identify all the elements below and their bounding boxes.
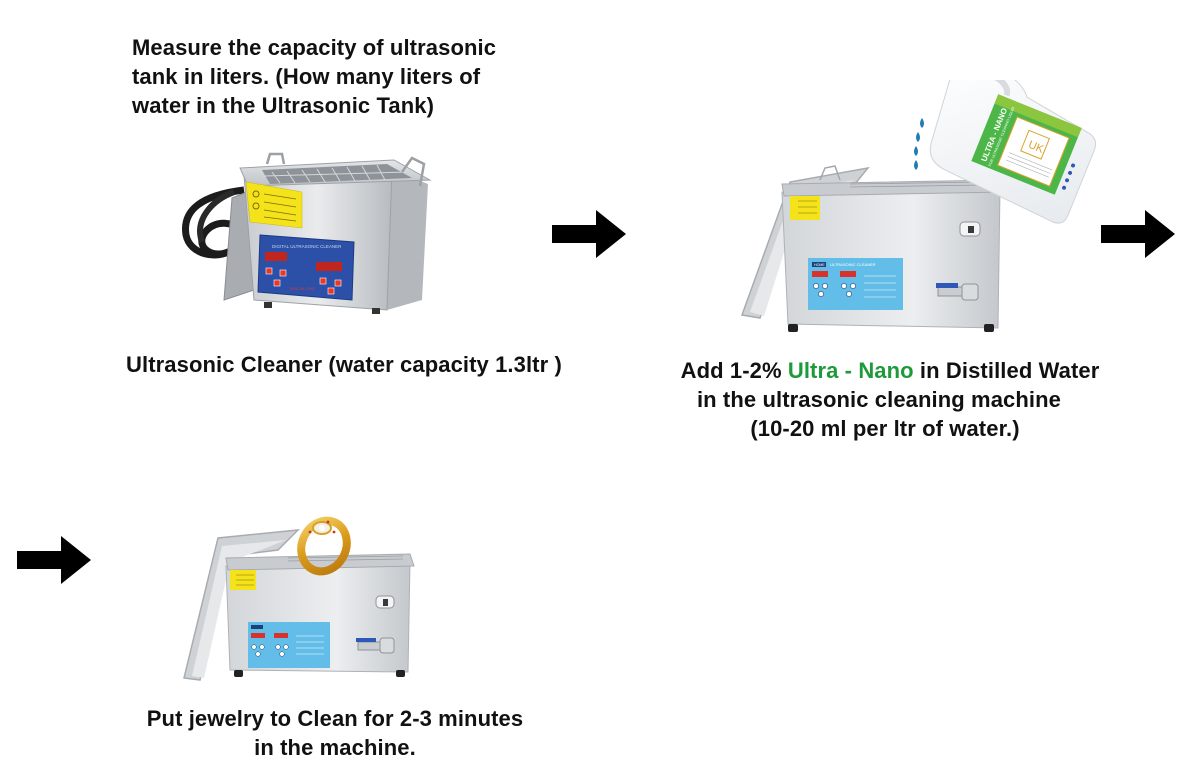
panel-brand-badge: [812, 262, 826, 267]
step2-caption-line1: Add 1-2% Ultra - Nano in Distilled Water: [640, 356, 1140, 385]
large-ultrasonic-cleaner-with-bottle-image: HOME ULTRASONIC CLEANER ULTRA - NANO FOR…: [740, 80, 1097, 332]
step3-caption-line2: in the machine.: [254, 735, 416, 760]
panel-title: ULTRASONIC CLEANER: [830, 262, 876, 267]
bottle-logo: UK: [1026, 139, 1045, 156]
step1-heading-line: tank in liters. (How many liters of: [132, 64, 481, 89]
step1-caption: Ultrasonic Cleaner (water capacity 1.3lt…: [126, 352, 562, 377]
svg-text:DIGITAL PRO: DIGITAL PRO: [290, 286, 315, 291]
product-name-highlight: Ultra - Nano: [787, 358, 914, 383]
panel-brand: HOME: [814, 263, 825, 267]
step1-heading-line: Measure the capacity of ultrasonic: [132, 35, 497, 60]
arrow-right-icon: [552, 210, 626, 258]
step2-caption-prefix: Add 1-2%: [680, 358, 788, 383]
arrow-right-icon: [1101, 210, 1175, 258]
small-ultrasonic-cleaner-image: DIGITAL ULTRASONIC CLEANER DIGITAL PRO: [182, 152, 432, 314]
step2-caption-line2: in the ultrasonic cleaning machine: [696, 387, 1062, 412]
step2-caption-line3: (10-20 ml per ltr of water.): [750, 416, 1020, 441]
step3-caption: Put jewelry to Clean for 2-3 minutes in …: [100, 704, 570, 762]
step1-heading-line: water in the Ultrasonic Tank): [132, 93, 434, 118]
ultra-nano-bottle: ULTRA - NANO FOR ULTRASONIC CLEANING LIQ…: [929, 80, 1097, 224]
ultrasonic-cleaner-with-ring-image: [183, 516, 415, 681]
svg-text:DIGITAL ULTRASONIC CLEANER: DIGITAL ULTRASONIC CLEANER: [272, 244, 342, 249]
step1-heading: Measure the capacity of ultrasonic tank …: [132, 33, 496, 120]
arrow-right-icon: [17, 536, 91, 584]
step2-caption-suffix: in Distilled Water: [913, 358, 1100, 383]
step2-caption: Add 1-2% Ultra - Nano in Distilled Water…: [640, 356, 1140, 443]
step3-caption-line1: Put jewelry to Clean for 2-3 minutes: [146, 706, 524, 731]
